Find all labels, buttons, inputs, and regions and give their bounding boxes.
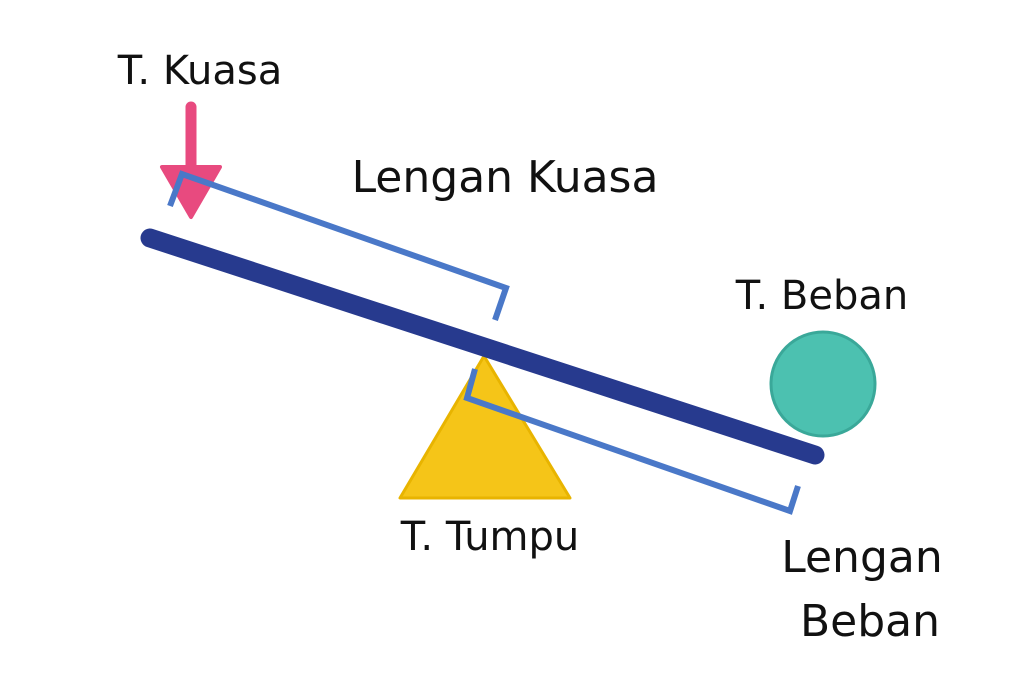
fulcrum-triangle-icon [398, 354, 572, 500]
lever-beam [140, 228, 825, 465]
fulcrum-label: T. Tumpu [400, 514, 580, 560]
load-arm-bracket [463, 368, 801, 515]
load-point-label: T. Beban [735, 273, 908, 319]
effort-arm-label: Lengan Kuasa [352, 152, 659, 203]
load-circle-icon [769, 330, 877, 438]
effort-point-label: T. Kuasa [117, 48, 283, 94]
effort-arm-bracket [167, 170, 510, 321]
load-arm-label-line1: Lengan [781, 532, 942, 583]
load-arm-label-line2: Beban [800, 596, 940, 647]
